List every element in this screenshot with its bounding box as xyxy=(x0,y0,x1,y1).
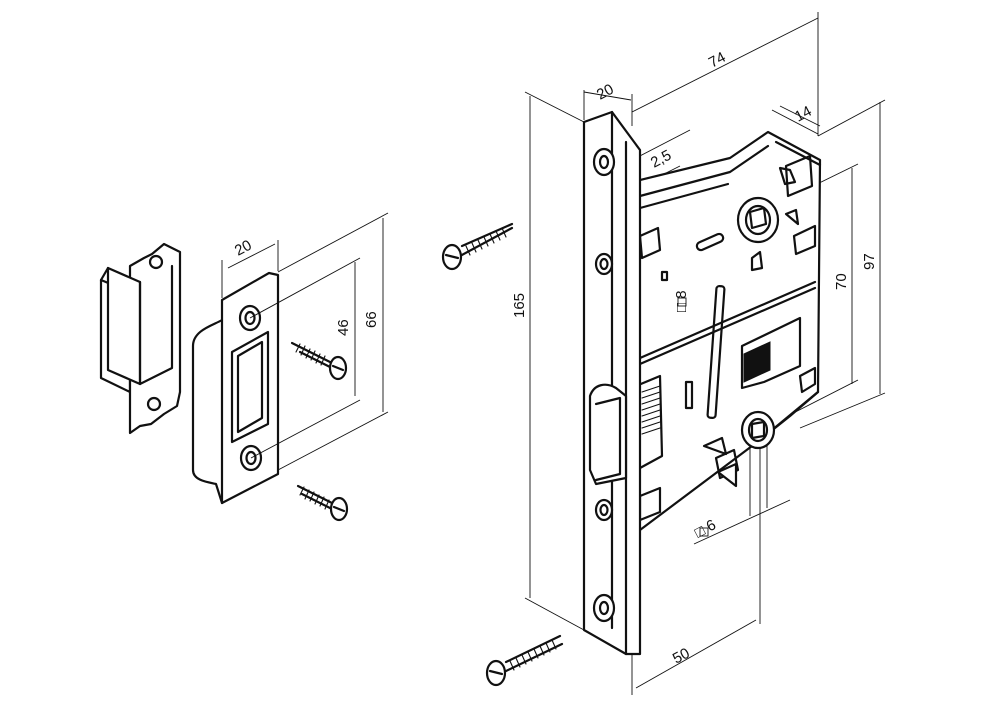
backset-label: 50 xyxy=(670,645,693,668)
strike-width-label: 20 xyxy=(232,237,255,260)
spindle-hub xyxy=(736,196,800,272)
faceplate-offset-label: 2,5 xyxy=(648,147,674,172)
strike-length-label: 66 xyxy=(363,311,380,328)
key-square-label: □ 6 xyxy=(692,516,719,541)
strike-screw-bottom xyxy=(296,484,349,522)
faceplate xyxy=(582,110,642,656)
faceplate-length-label: 165 xyxy=(511,293,528,318)
handle-key-distance-label: 70 xyxy=(833,273,850,290)
case-offset-label: 14 xyxy=(792,103,815,126)
strike-dimensions xyxy=(221,212,389,471)
key-hub xyxy=(702,410,776,488)
square-markers xyxy=(677,297,709,537)
faceplate-screw-top xyxy=(441,222,514,271)
strike-hole-spacing-label: 46 xyxy=(335,319,352,336)
spindle-square-label: □ 8 xyxy=(673,290,690,312)
faceplate-screw-bottom xyxy=(485,634,564,687)
faceplate-width-label: 20 xyxy=(594,81,617,104)
case-depth-label: 74 xyxy=(706,49,729,72)
strike-plate xyxy=(191,271,280,505)
case-height-label: 97 xyxy=(861,253,878,270)
strike-box xyxy=(99,242,182,435)
strike-screw-top xyxy=(290,341,348,381)
